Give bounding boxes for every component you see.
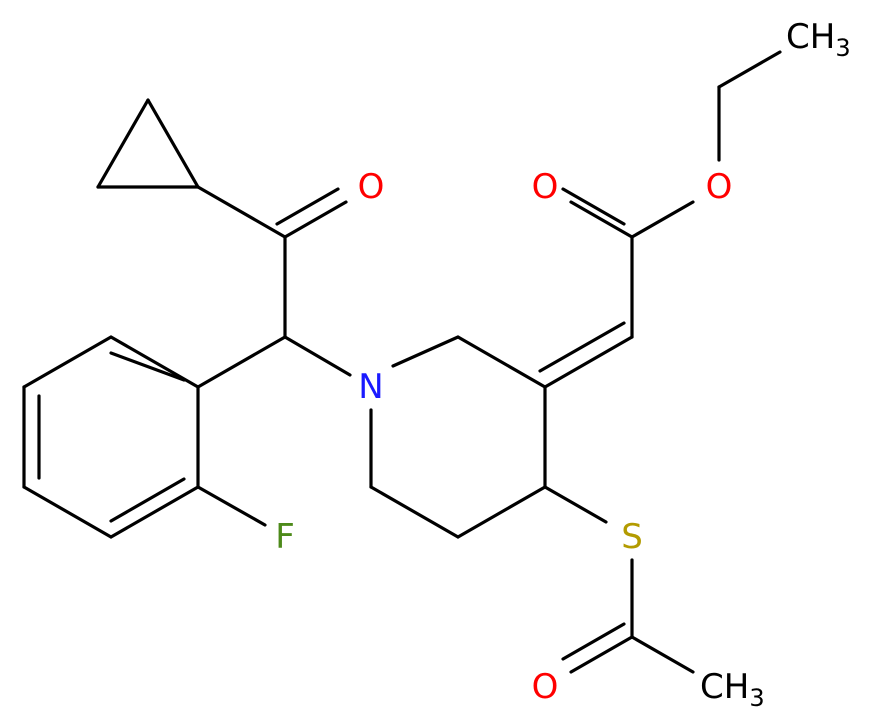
bond — [109, 477, 186, 523]
bond — [196, 335, 287, 389]
oxygen-atom-label: O — [706, 167, 733, 207]
methyl-subscript: 3 — [835, 34, 850, 62]
bond — [630, 200, 695, 239]
bond — [561, 622, 626, 661]
nitrogen-atom-label: N — [358, 367, 383, 407]
bond — [196, 185, 287, 239]
bond — [283, 335, 352, 377]
oxygen-atom-label: O — [532, 167, 559, 207]
fluorine-atom-label: F — [275, 517, 295, 557]
bond — [22, 335, 113, 389]
bond — [456, 485, 547, 539]
bond — [456, 335, 547, 389]
oxygen-atom-label: O — [358, 167, 385, 207]
sulfur-atom-label: S — [621, 517, 643, 557]
bond — [275, 187, 340, 226]
bond — [569, 200, 634, 239]
bond — [109, 351, 186, 382]
bond — [22, 485, 113, 539]
bond — [569, 635, 634, 674]
bond — [283, 200, 348, 239]
methyl-group-label: CH3 — [700, 667, 765, 712]
methyl-subscript: 3 — [749, 684, 764, 712]
bond — [96, 98, 150, 189]
bond — [369, 485, 460, 539]
bond — [543, 485, 608, 524]
bond — [543, 335, 634, 389]
bond — [146, 98, 200, 189]
methyl-ch-label: CH — [786, 17, 835, 57]
oxygen-atom-label: O — [532, 667, 559, 707]
bond — [561, 187, 626, 226]
bond — [630, 635, 695, 674]
bond — [391, 335, 460, 368]
methyl-group-label: CH3 — [786, 17, 851, 62]
bond — [109, 485, 200, 539]
bond — [538, 321, 626, 373]
bond — [717, 50, 782, 89]
bond — [196, 485, 267, 527]
methyl-ch-label: CH — [700, 667, 749, 707]
